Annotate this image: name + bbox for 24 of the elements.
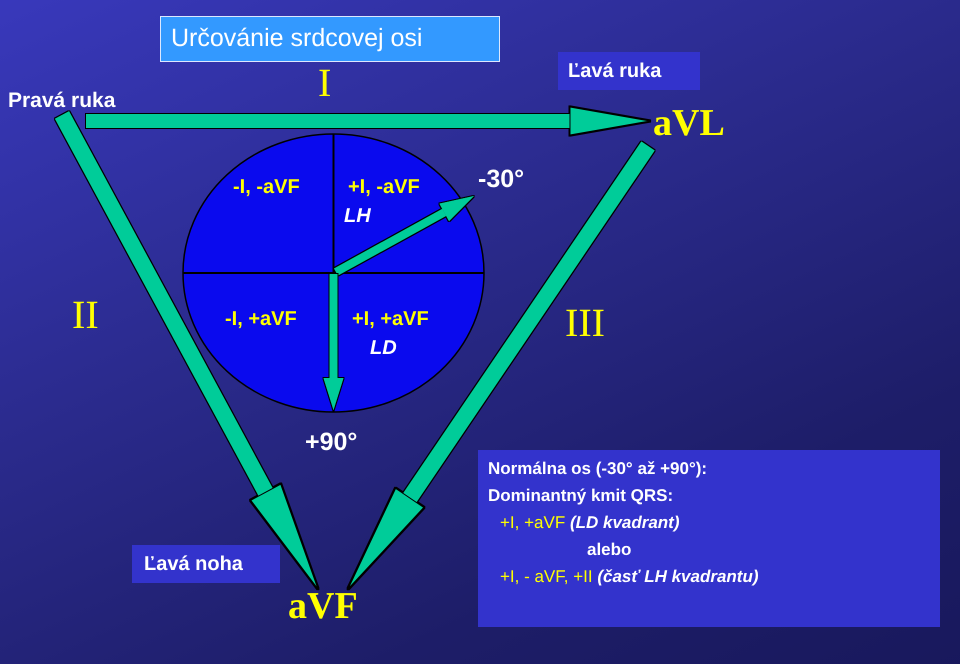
quadrant-signs: -I, +aVF [225, 308, 297, 331]
quadrant-signs: -I, -aVF [233, 176, 300, 199]
title-banner: Určovánie srdcovej osi [160, 16, 500, 62]
lead-arrow [86, 106, 650, 136]
lead-label: aVL [653, 104, 725, 142]
limb-label: Ľavá ruka [558, 52, 700, 90]
edge-label: II [72, 295, 99, 335]
quadrant-name: LH [344, 205, 371, 228]
note-text: +I, - aVF, +II (časť LH kvadrantu) [500, 566, 759, 588]
note-text: alebo [587, 539, 632, 561]
angle-label: -30° [478, 165, 524, 194]
limb-label: Ľavá noha [132, 545, 280, 583]
note-text: Normálna os (-30° až +90°): [488, 458, 708, 480]
edge-label: III [565, 303, 605, 343]
note-text: Dominantný kmit QRS: [488, 485, 674, 507]
limb-label: Pravá ruka [8, 89, 116, 113]
note-text: +I, +aVF (LD kvadrant) [500, 512, 680, 534]
quadrant-signs: +I, -aVF [348, 176, 420, 199]
angle-label: +90° [305, 428, 358, 457]
quadrant-name: LD [370, 337, 397, 360]
edge-label: I [318, 63, 332, 103]
lead-label: aVF [288, 587, 358, 625]
info-panel [478, 450, 940, 627]
quadrant-signs: +I, +aVF [352, 308, 429, 331]
